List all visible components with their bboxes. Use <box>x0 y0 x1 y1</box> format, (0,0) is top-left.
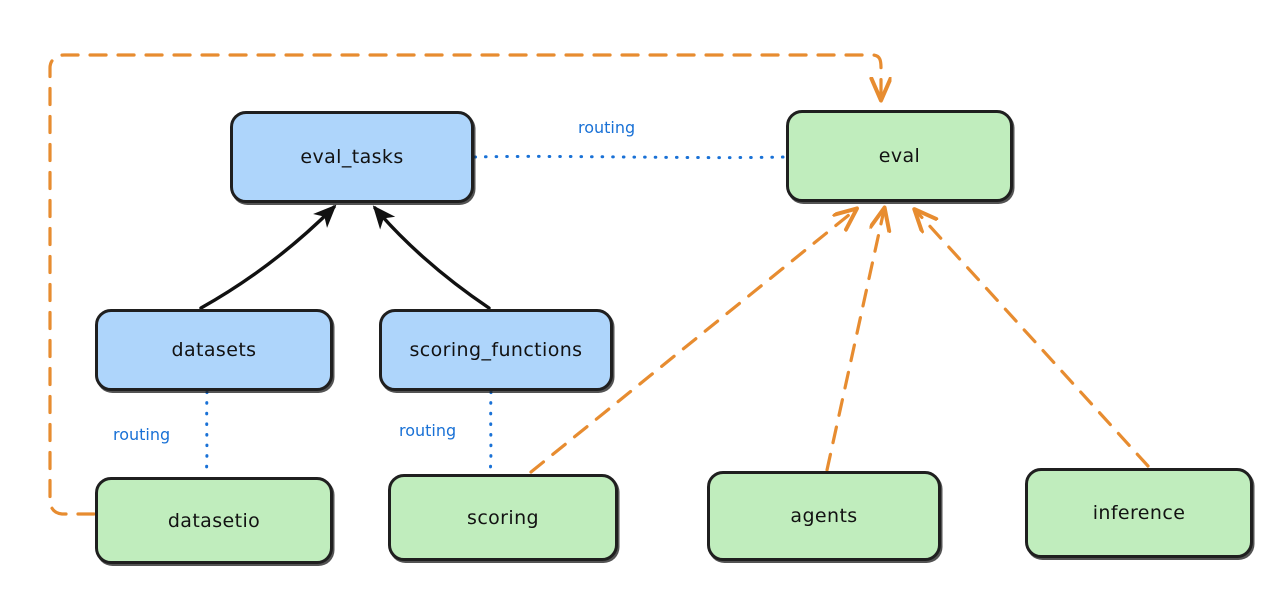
edge-routing-scoring-functions-scoring <box>488 390 493 475</box>
edge-routing-eval-tasks-eval <box>473 154 787 160</box>
edge-dependency-agents-eval <box>825 210 884 472</box>
edge-dependency-scoring-eval <box>529 210 855 474</box>
edge-label-routing-eval: routing <box>578 118 636 137</box>
edge-relation-scoring-functions-eval-tasks <box>372 205 491 310</box>
node-label: eval_tasks <box>300 146 404 168</box>
edge-label-routing-scoring: routing <box>399 421 457 440</box>
node-label: scoring_functions <box>409 339 583 361</box>
edge-dependency-inference-eval <box>916 211 1150 468</box>
node-label: datasetio <box>167 509 261 532</box>
node-eval[interactable]: eval <box>786 110 1013 202</box>
edge-routing-datasets-datasetio <box>204 390 209 478</box>
node-scoring-functions[interactable]: scoring_functions <box>379 309 613 391</box>
node-eval-tasks[interactable]: eval_tasks <box>230 111 474 203</box>
node-inference[interactable]: inference <box>1025 468 1253 558</box>
node-label: scoring <box>467 506 539 529</box>
node-datasets[interactable]: datasets <box>95 309 333 391</box>
node-label: inference <box>1092 502 1186 524</box>
node-datasetio[interactable]: datasetio <box>95 477 333 564</box>
node-label: eval <box>878 145 921 167</box>
edge-dependency-datasetio-eval <box>48 53 881 516</box>
edge-relation-datasets-eval-tasks <box>199 204 337 310</box>
node-agents[interactable]: agents <box>707 471 941 561</box>
node-label: datasets <box>171 339 257 361</box>
node-scoring[interactable]: scoring <box>388 474 618 561</box>
edge-label-routing-datasetio: routing <box>113 425 171 444</box>
node-label: agents <box>790 505 858 527</box>
